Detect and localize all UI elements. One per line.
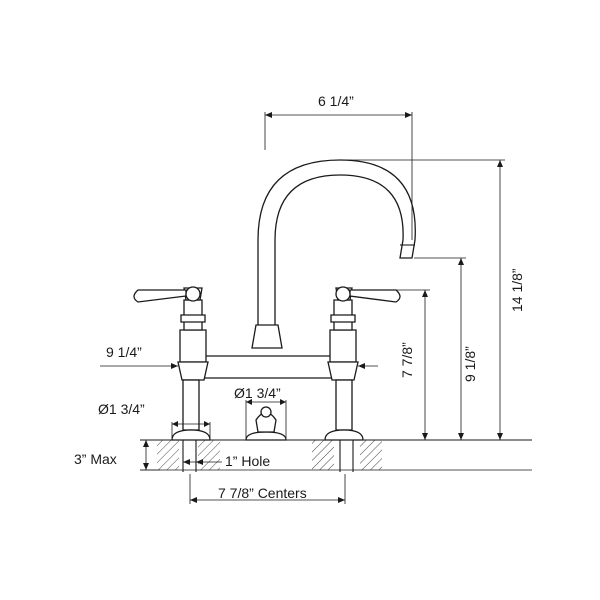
base-left [171, 429, 211, 441]
dim-spout-height: 9 1/8” [414, 257, 478, 440]
dim-base-diameter: Ø1 3/4” [98, 401, 211, 438]
label-spout-reach: 6 1/4” [318, 93, 354, 109]
legs [171, 379, 364, 441]
label-bridge-width: 9 1/4” [106, 344, 142, 360]
label-spout-height: 9 1/8” [462, 346, 478, 382]
dim-hole: 1” Hole [183, 453, 270, 469]
label-hole: 1” Hole [225, 453, 270, 469]
deck-hatch-right [360, 440, 382, 470]
label-handle-height: 7 7/8” [399, 342, 415, 378]
dim-center-diameter: Ø1 3/4” [234, 385, 287, 438]
handle-left [133, 286, 206, 331]
deck-hatch-center-left [198, 440, 220, 470]
shanks [182, 440, 354, 472]
countertop [140, 439, 532, 471]
dim-bridge-width: 9 1/4” [100, 344, 378, 369]
base-right [324, 429, 364, 441]
spout [251, 159, 416, 349]
bridge [177, 329, 359, 381]
label-centers: 7 7/8” Centers [218, 485, 307, 501]
dim-spout-reach: 6 1/4” [264, 93, 413, 240]
dim-max-deck: 3” Max [74, 439, 160, 471]
label-base-diameter: Ø1 3/4” [98, 401, 145, 417]
label-center-diameter: Ø1 3/4” [234, 385, 281, 401]
label-max-deck: 3” Max [74, 451, 117, 467]
deck-hatch-left [157, 440, 179, 470]
dim-handle-height: 7 7/8” [396, 289, 430, 440]
handle-right [330, 286, 401, 331]
dim-total-height: 14 1/8” [345, 159, 525, 440]
dim-centers: 7 7/8” Centers [189, 474, 346, 504]
label-total-height: 14 1/8” [509, 268, 525, 312]
deck-hatch-center-right [312, 440, 334, 470]
center-cap [245, 406, 287, 441]
